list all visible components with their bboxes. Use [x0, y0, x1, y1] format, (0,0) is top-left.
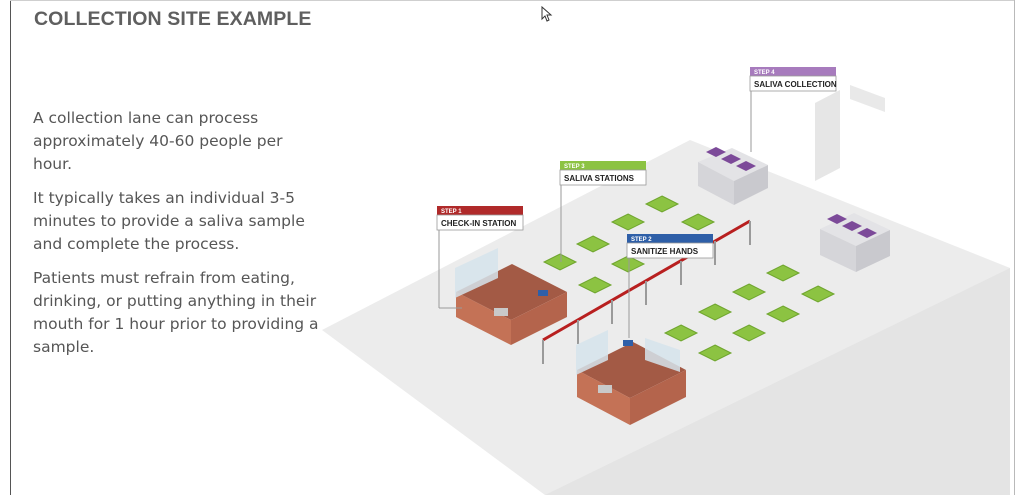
saliva-pad [577, 276, 613, 294]
saliva-pad [731, 324, 767, 342]
body-text: A collection lane can process approximat… [33, 107, 323, 370]
slide-title: COLLECTION SITE EXAMPLE [34, 8, 312, 30]
saliva-pad [680, 213, 716, 231]
saliva-pad [610, 213, 646, 231]
saliva-pad [731, 283, 767, 301]
step-2-tag: STEP 2 [631, 237, 652, 243]
floor-shadow [545, 268, 1010, 495]
slide-border-left [10, 0, 11, 495]
saliva-pad [663, 324, 699, 342]
step-4-tag: STEP 4 [754, 70, 775, 76]
collection-site-illustration: STEP 1 CHECK-IN STATION STEP 2 SANITIZE … [322, 67, 1010, 495]
step-4-label: SALIVA COLLECTION [754, 80, 837, 89]
paragraph-throughput: A collection lane can process approximat… [33, 109, 283, 173]
callout-step-3: STEP 3 SALIVA STATIONS [559, 161, 647, 186]
step-3-tag: STEP 3 [564, 164, 585, 170]
saliva-station-pads [542, 195, 836, 362]
slide-border-right [1014, 0, 1015, 495]
callout-step-2: STEP 2 SANITIZE HANDS [626, 234, 714, 259]
saliva-pad [800, 285, 836, 303]
saliva-pad [575, 235, 611, 253]
sanitize-desk [576, 330, 686, 425]
paragraph-instructions: Patients must refrain from eating, drink… [33, 269, 319, 356]
stanchion-rope-line [542, 219, 751, 364]
slide-border-top [10, 0, 1015, 1]
wall-segment [815, 90, 840, 181]
step-1-tag: STEP 1 [441, 209, 462, 215]
callout-step-4: STEP 4 SALIVA COLLECTION [749, 67, 837, 92]
callout-step-1: STEP 1 CHECK-IN STATION [436, 206, 524, 231]
wall-segment [850, 85, 885, 112]
paragraph-duration: It typically takes an individual 3-5 min… [33, 189, 305, 253]
saliva-pad [765, 305, 801, 323]
saliva-pad [542, 253, 578, 271]
collection-cabinet [820, 213, 890, 272]
saliva-pad [644, 195, 680, 213]
step-3-label: SALIVA STATIONS [564, 174, 635, 183]
saliva-pad [610, 255, 646, 273]
collection-cabinet [698, 147, 768, 205]
cursor-arrow-icon [541, 6, 553, 22]
step-1-label: CHECK-IN STATION [441, 219, 516, 228]
saliva-pad [697, 344, 733, 362]
saliva-pad [765, 264, 801, 282]
step-2-label: SANITIZE HANDS [631, 247, 699, 256]
check-in-desk [455, 248, 567, 345]
saliva-pad [697, 303, 733, 321]
